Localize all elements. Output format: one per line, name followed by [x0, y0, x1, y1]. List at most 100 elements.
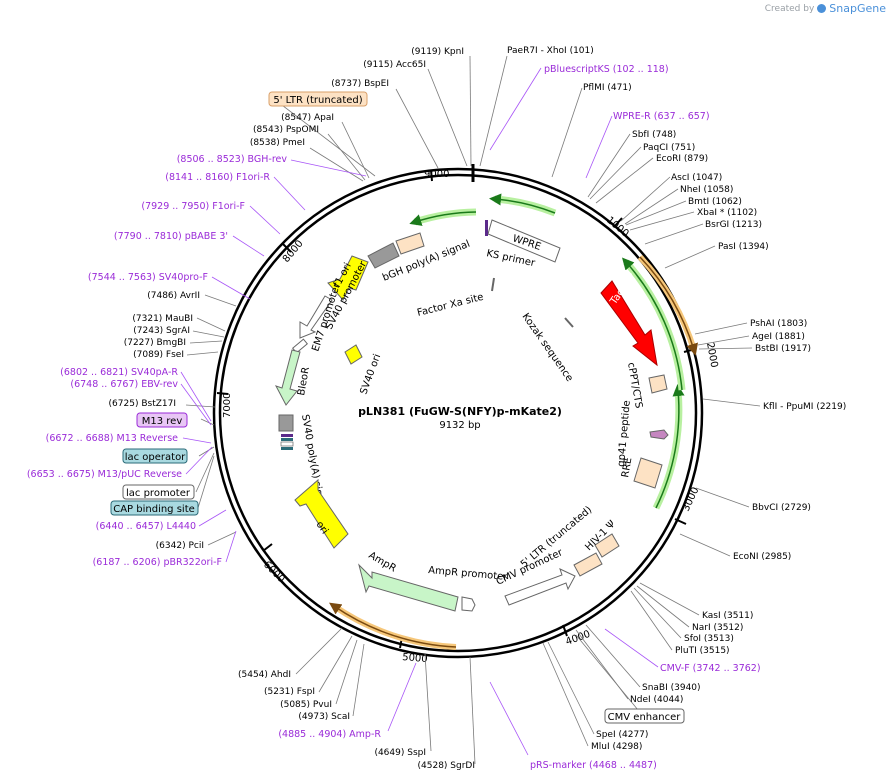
feature-arc-right: [655, 384, 685, 509]
site-avrii: (7486) AvrII: [147, 291, 200, 301]
feature-label-sv40-ori: SV40 ori: [358, 353, 383, 396]
feature-label-kozak: Kozak sequence: [520, 311, 575, 383]
site-acc65i: (9115) Acc65I: [363, 60, 426, 70]
feature-kozak-mark: [564, 317, 574, 328]
site-sfoi: SfoI (3513): [684, 634, 734, 644]
box-label-m13-rev: M13 rev: [142, 416, 183, 427]
tick-6000: [262, 543, 273, 552]
feature-factor-xa-mark: [491, 277, 495, 292]
feature-label-bleor: BleoR: [296, 366, 312, 396]
site-xbai: XbaI * (1102): [697, 208, 757, 218]
boxed-labels: 5' LTR (truncated) M13 rev lac operator …: [110, 91, 685, 724]
backbone-outer: [212, 167, 704, 659]
feature-label-ampr: AmpR: [367, 550, 398, 574]
site-pluti: PluTI (3515): [675, 646, 730, 656]
snapgene-watermark: Created by SnapGene: [765, 2, 886, 15]
tick-label-7000: 7000: [222, 393, 233, 418]
feature-bleor: [274, 349, 301, 406]
feature-sv40-promoter: [299, 295, 333, 339]
site-fsei: (7089) FseI: [133, 350, 184, 360]
site-kasi: KasI (3511): [702, 611, 753, 621]
feature-hiv1-psi: [594, 533, 620, 558]
box-label-cmv-enhancer: CMV enhancer: [608, 712, 682, 723]
snapgene-logo-icon: [817, 4, 827, 13]
site-bstz17i: (6725) BstZ17I: [109, 399, 176, 409]
site-pspomi: (8543) PspOMI: [253, 125, 319, 135]
feature-ltr-box-top: [395, 232, 425, 255]
site-bstbi: BstBI (1917): [755, 344, 811, 354]
feature-arc-ori: [329, 602, 457, 648]
feature-f1-ori: [327, 255, 369, 301]
tick-1000: [613, 217, 623, 228]
site-ecori: EcoRI (879): [656, 154, 708, 164]
site-spei: SpeI (4277): [596, 730, 648, 740]
primer-f1ori-r: (8141 .. 8160) F1ori-R: [165, 172, 270, 183]
primer-m13-reverse: (6672 .. 6688) M13 Reverse: [46, 433, 179, 444]
site-ahdi: (5454) AhdI: [238, 670, 291, 680]
tick-4000: [562, 624, 568, 637]
feature-label-gp41: gp41 peptide: [616, 400, 633, 467]
box-5ltr: [268, 91, 368, 107]
tick-9000: [430, 169, 433, 182]
feature-ampr-promoter: [461, 596, 476, 612]
primer-sv40pa-r: (6802 .. 6821) SV40pA-R: [60, 367, 178, 378]
site-agei: AgeI (1881): [752, 332, 805, 342]
primer-wpre-r: WPRE-R (637 .. 657): [613, 111, 710, 122]
site-leaders: [185, 55, 761, 765]
feature-tagrfp: [600, 280, 658, 367]
site-sgrdi: (4528) SgrDI: [418, 761, 476, 771]
feature-arc-wpre-highlight: [494, 195, 557, 217]
feature-lac-operator-mark: [281, 438, 293, 441]
site-pasi: PasI (1394): [718, 242, 769, 252]
primer-sv40pro-f: (7544 .. 7563) SV40pro-F: [88, 272, 208, 283]
feature-bgh-box: [367, 242, 400, 269]
tick-label-5000: 5000: [402, 652, 428, 665]
box-label-lac-operator: lac operator: [125, 452, 186, 463]
box-label-cap-binding-site: CAP binding site: [113, 504, 195, 515]
backbone-inner: [218, 173, 698, 653]
site-ndei: NdeI (4044): [630, 695, 683, 705]
feature-arc-top: [409, 211, 477, 226]
primer-ebv-rev: (6748 .. 6767) EBV-rev: [70, 379, 178, 390]
site-asci: AscI (1047): [671, 173, 722, 183]
site-pcii: (6342) PciI: [156, 541, 204, 551]
box-lac-operator: [122, 448, 188, 464]
tick-marks: [216, 169, 696, 649]
primer-cmv-f: CMV-F (3742 .. 3762): [660, 663, 761, 674]
site-labels: (9119) KpnI (9115) Acc65I (8737) BspEI (…: [109, 46, 847, 771]
site-sgrai: (7243) SgrAI: [133, 326, 190, 336]
site-pvui: (5085) PvuI: [280, 700, 332, 710]
feature-label-rre: RRE: [620, 457, 634, 479]
box-lac-promoter: [122, 484, 195, 500]
site-kpni: (9119) KpnI: [411, 47, 464, 57]
feature-wpre: [487, 219, 561, 263]
site-nari: NarI (3512): [692, 623, 743, 633]
feature-arc-right-upper: [622, 257, 683, 391]
site-bmgbi: (7227) BmgBI: [124, 338, 186, 348]
tick-label-9000: 9000: [424, 169, 449, 180]
primer-bgh-rev: (8506 .. 8523) BGH-rev: [177, 154, 288, 165]
tick-label-2000: 2000: [704, 342, 719, 369]
site-sspi: (4649) SspI: [374, 748, 426, 758]
primer-f1ori-f: (7929 .. 7950) F1ori-F: [141, 201, 245, 212]
feature-cap-binding-mark: [281, 447, 293, 450]
site-econi: EcoNI (2985): [733, 552, 791, 562]
feature-sv40-polya: [278, 414, 294, 432]
tick-3000: [674, 518, 687, 525]
feature-5ltr: [573, 552, 603, 577]
feature-lac-promoter-mark: [280, 441, 294, 447]
feature-arc-tagrfp: [639, 256, 698, 356]
site-pflmi: PflMI (471): [583, 83, 632, 93]
site-pshai: PshAI (1803): [750, 319, 807, 329]
snapgene-brand-text: SnapGene: [829, 2, 886, 15]
site-sbfi: SbfI (748): [632, 130, 676, 140]
primer-amp-r: (4885 .. 4904) Amp-R: [278, 729, 381, 740]
site-paqci: PaqCI (751): [643, 143, 695, 153]
feature-gp41: [649, 429, 669, 440]
site-bspei: (8737) BspEI: [331, 79, 389, 89]
primer-l4440: (6440 .. 6457) L4440: [96, 521, 196, 532]
site-bmti: BmtI (1062): [688, 197, 742, 207]
feature-ks-primer-mark: [485, 220, 488, 236]
primer-pbabe3: (7790 .. 7810) pBABE 3': [114, 231, 228, 242]
